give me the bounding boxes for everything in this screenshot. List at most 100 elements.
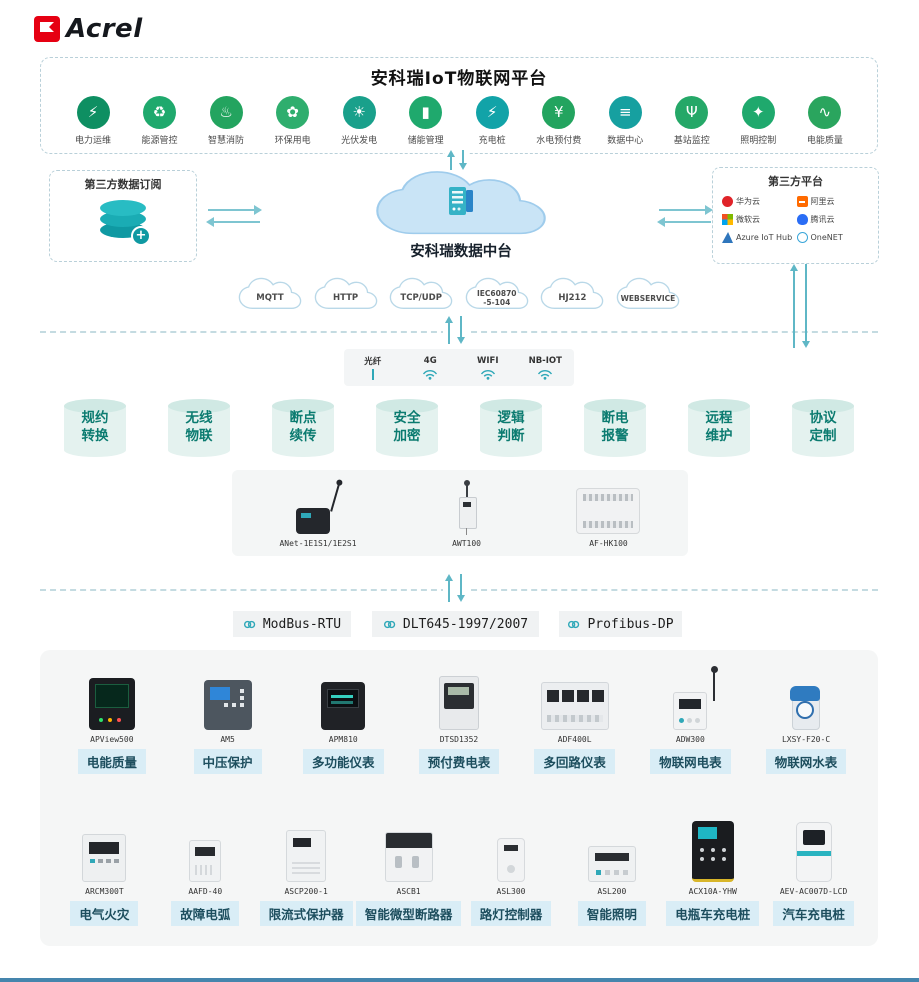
tencent-cloud-icon (796, 214, 808, 225)
energy-mgmt-icon: ♻ (143, 96, 177, 129)
device-asl200: ASL200 智能照明 (561, 824, 662, 926)
data-center-cloud: 安科瑞数据中台 (368, 169, 554, 261)
azure-iot-hub-icon (722, 232, 733, 243)
acx10a-charging-cabinet-image (691, 821, 734, 882)
device-category-chip: 智能微型断路器 (355, 901, 462, 926)
app-power-quality: ∿ 电能质量 (795, 96, 855, 146)
cloud-providers: 华为云 阿里云 微软云 腾讯云 Azure IoT Hub OneNET (713, 189, 878, 243)
provider-microsoft-cloud: 微软云 (722, 214, 795, 225)
app-energy-storage: ▮ 储能管理 (396, 96, 456, 146)
conn-label: NB-IOT (528, 355, 562, 366)
device-category-chip: 路灯控制器 (470, 901, 552, 926)
left-box-title: 第三方数据订阅 (84, 178, 162, 191)
asl200-device-image (587, 846, 636, 882)
provider-alibaba-cloud: 阿里云 (796, 196, 870, 207)
fiber-icon (371, 369, 374, 380)
device-model: AAFD-40 (188, 887, 223, 896)
add-icon (131, 226, 151, 246)
device-aev-charger: AEV-AC007D-LCD 汽车充电桩 (763, 822, 864, 926)
smart-fire-icon: ♨ (209, 96, 243, 129)
asl300-device-image (497, 838, 525, 882)
microsoft-cloud-icon (722, 214, 733, 225)
acrel-logo-mark-icon (34, 16, 60, 42)
right-box-title: 第三方平台 (768, 175, 823, 188)
arcm300t-device-image (82, 834, 127, 882)
provider-onenet: OneNET (796, 232, 870, 243)
app-power-ops: ⚡ 电力运维 (63, 96, 123, 146)
updown-arrow-icon (445, 150, 469, 170)
device-acx10a: ACX10A-YHW 电瓶车充电桩 (662, 821, 763, 926)
platform-title: 安科瑞IoT物联网平台 (370, 69, 548, 89)
protocol-cloud-hj212: HJ212 (538, 277, 606, 315)
device-category-chip: 电能质量 (77, 749, 146, 774)
gateway-model: AWT100 (452, 539, 481, 548)
protocol-cloud-tcpudp: TCP/UDP (387, 277, 455, 315)
link-icon (383, 620, 396, 628)
updown-arrow-long-icon (788, 264, 812, 348)
base-station-icon: Ψ (675, 96, 709, 129)
app-solar-pv: ☀ 光伏发电 (329, 96, 389, 146)
link-icon (568, 620, 580, 628)
gateway-awt100: AWT100 (452, 480, 482, 548)
capability-wireless-iot: 无线物联 (168, 399, 230, 457)
capability-encryption: 安全加密 (376, 399, 438, 457)
app-label: 照明控制 (740, 136, 777, 146)
device-model: ADF400L (557, 735, 592, 744)
afhk100-gateway-image (576, 484, 641, 534)
solar-pv-icon: ☀ (342, 96, 376, 129)
capability-custom-protocol: 协议定制 (792, 399, 854, 457)
power-ops-icon: ⚡ (76, 96, 110, 129)
cloud-outline-icon (238, 277, 302, 310)
server-icon (449, 187, 473, 215)
capability-logic-judgement: 逻辑判断 (480, 399, 542, 457)
capability-protocol-conversion: 规约转换 (64, 399, 126, 457)
app-label: 储能管理 (407, 136, 444, 146)
gateway-afhk100: AF-HK100 (576, 484, 641, 548)
device-lxsy-f20c: LXSY-F20-C 物联网水表 (754, 672, 858, 774)
device-adw300: ADW300 物联网电表 (638, 666, 742, 774)
protocol-label: ModBus-RTU (262, 616, 342, 632)
protocol-label: Profibus-DP (587, 616, 674, 632)
datacenter-icon: ≡ (608, 96, 642, 129)
provider-huawei-cloud: 华为云 (722, 196, 795, 207)
prepaid-icon: ¥ (542, 96, 576, 129)
device-model: ASL200 (597, 887, 627, 896)
protocol-chip-profibus: Profibus-DP (559, 611, 682, 637)
app-label: 基站监控 (673, 136, 710, 146)
connectivity-bar: 光纤 4G WIFI NB-IOT (344, 349, 574, 386)
app-smart-fire: ♨ 智慧消防 (196, 96, 256, 146)
device-model: AEV-AC007D-LCD (779, 887, 848, 896)
cloud-outline-icon (541, 277, 604, 310)
provider-name: 阿里云 (810, 197, 835, 206)
app-prepaid: ¥ 水电预付费 (529, 96, 589, 146)
device-dtsd1352: DTSD1352 预付费电表 (407, 672, 511, 774)
am5-device-image (203, 680, 252, 730)
footer-accent-line (0, 978, 919, 982)
gateway-model: ANet-1E1S1/1E2S1 (279, 539, 357, 548)
protocol-cloud-iec60870: IEC60870-5-104 (463, 277, 531, 315)
device-category-chip: 中压保护 (193, 749, 262, 774)
gateway-model: AF-HK100 (589, 539, 628, 548)
alibaba-cloud-icon (796, 196, 808, 207)
energy-storage-icon: ▮ (409, 96, 443, 129)
connectivity-wifi: WIFI (459, 349, 517, 386)
app-label: 能源管控 (141, 136, 178, 146)
provider-azure-iot-hub: Azure IoT Hub (722, 232, 795, 243)
apview500-device-image (88, 678, 135, 730)
conn-label: 光纤 (364, 357, 382, 367)
huawei-cloud-icon (722, 196, 733, 207)
data-center-label: 安科瑞数据中台 (410, 244, 512, 260)
lighting-icon: ✦ (741, 96, 775, 129)
device-arcm300t: ARCM300T 电气火灾 (54, 824, 155, 926)
app-base-station: Ψ 基站监控 (662, 96, 722, 146)
platform-box: 安科瑞IoT物联网平台 ⚡ 电力运维 ♻ 能源管控 ♨ 智慧消防 ✿ 环保用电 … (40, 57, 878, 154)
device-model: ASCB1 (396, 887, 421, 896)
device-row-1: APView500 电能质量 AM5 中压保护 APM810 多功能仪表 DTS… (40, 666, 878, 774)
device-am5: AM5 中压保护 (176, 672, 280, 774)
app-label: 电能质量 (806, 136, 843, 146)
conn-label: WIFI (476, 355, 499, 366)
device-model: ASCP200-1 (284, 887, 328, 896)
third-party-subscription-box: 第三方数据订阅 (49, 170, 197, 262)
device-row-2: ARCM300T 电气火灾 AAFD-40 故障电弧 ASCP200-1 限流式… (40, 821, 878, 926)
device-model: APM810 (328, 735, 358, 744)
